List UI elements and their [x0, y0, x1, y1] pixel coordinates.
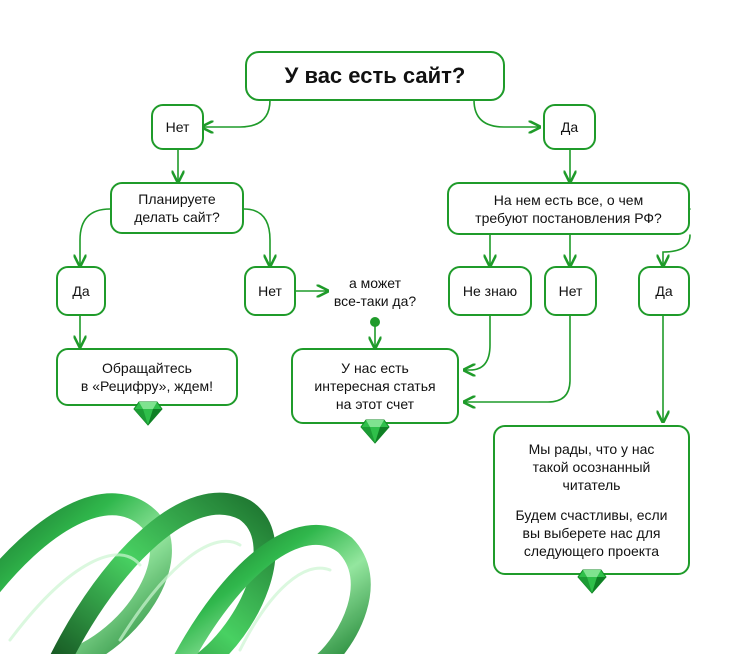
edge-law-yes — [663, 208, 691, 264]
edge-main-yes — [473, 99, 538, 127]
article-line2: интересная статья — [314, 378, 436, 394]
plan-site-line2: делать сайт? — [134, 209, 220, 225]
law-yes-text: Да — [655, 283, 673, 299]
conscious-line4: Будем счастливы, если — [515, 507, 668, 523]
article-line3: на этот счет — [335, 396, 415, 412]
plan-yes-text: Да — [72, 283, 90, 299]
dont-know-node: Не знаю — [448, 266, 532, 316]
edge-no2-article — [466, 315, 571, 402]
plan-yes-node: Да — [56, 266, 106, 316]
plan-site-line1: Планируете — [138, 191, 216, 207]
answer-no-text: Нет — [165, 119, 190, 135]
conscious-line1: Мы рады, что у нас — [528, 441, 655, 457]
contact-us-line1: Обращайтесь — [102, 360, 192, 376]
law-requirements-line1: На нем есть все, о чем — [493, 191, 644, 208]
emerald-gem-icon — [133, 401, 163, 426]
edge-dontknow-article — [466, 315, 491, 370]
answer-yes-node: Да — [543, 104, 596, 150]
law-requirements-line2: требуют постановления РФ? — [475, 209, 662, 226]
law-yes-node: Да — [638, 266, 690, 316]
contact-us-line2: в «Рецифру», ждем! — [80, 378, 214, 394]
plan-site-question: Планируете делать сайт? — [110, 182, 244, 234]
edge-plan-yes — [80, 208, 111, 264]
conscious-reader-result: Мы рады, что у нас такой осознанный чита… — [493, 425, 690, 575]
main-question-text: У вас есть сайт? — [284, 63, 466, 88]
conscious-line3: читатель — [562, 477, 621, 493]
conscious-line5: вы выберете нас для — [522, 525, 661, 541]
dont-know-text: Не знаю — [462, 283, 518, 299]
edge-main-no — [204, 99, 271, 127]
article-line1: У нас есть — [341, 360, 409, 376]
conscious-line6: следующего проекта — [523, 543, 660, 559]
plan-no-node: Нет — [244, 266, 296, 316]
emerald-gem-icon — [360, 419, 390, 444]
answer-yes-text: Да — [560, 119, 579, 135]
main-question: У вас есть сайт? — [245, 51, 505, 101]
law-requirements-question: На нем есть все, о чем требуют постановл… — [447, 182, 690, 235]
answer-no-node: Нет — [151, 104, 204, 150]
connector-dot — [370, 317, 380, 327]
law-no-node: Нет — [544, 266, 597, 316]
plan-no-text: Нет — [258, 283, 282, 299]
law-no-text: Нет — [558, 283, 583, 299]
emerald-gem-icon — [577, 569, 607, 594]
contact-us-result: Обращайтесь в «Рецифру», ждем! — [56, 348, 238, 406]
maybe-yes-text-block: а может все-таки да? — [323, 274, 427, 310]
conscious-line2: такой осознанный — [532, 459, 651, 475]
maybe-yes-line1: а может — [348, 275, 402, 291]
article-result: У нас есть интересная статья на этот сче… — [291, 348, 459, 424]
maybe-yes-line2: все-таки да? — [333, 293, 417, 309]
green-spiral — [0, 492, 371, 654]
edge-plan-no — [243, 208, 270, 264]
